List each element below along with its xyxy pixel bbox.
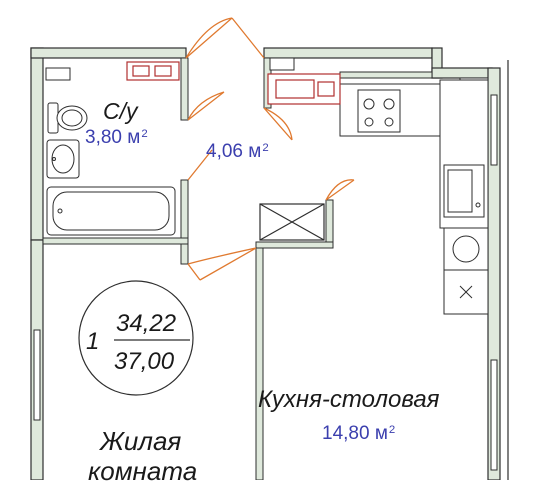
doors [185, 17, 355, 281]
partition-kitchen-upper [339, 71, 433, 79]
rooms-count: 1 [86, 328, 100, 355]
window-left [33, 329, 41, 421]
outer-walls [30, 47, 501, 480]
toilet [47, 102, 88, 134]
partition-living-kitchen [255, 247, 264, 480]
window-right-upper [490, 94, 498, 166]
bathtub [46, 186, 176, 236]
kitchen-area: 14,80 м2 [322, 424, 395, 443]
hall-area-exp: 2 [262, 141, 269, 154]
total-area: 37,00 [114, 348, 175, 375]
window-right-lower [490, 359, 498, 471]
wall-top-left [30, 47, 187, 59]
kitchen-sink [443, 164, 485, 218]
ventilation-shaft [259, 203, 325, 241]
hall-area-unit: м [248, 141, 262, 162]
windows [33, 94, 498, 471]
partition-bath-bottom [42, 237, 189, 245]
living-name-line2: комната [88, 456, 198, 486]
partition-bath-right-lower [180, 179, 189, 243]
wall-step-top [431, 67, 493, 79]
kitchen-area-unit: м [374, 423, 388, 444]
partition-living-right [180, 243, 189, 265]
washing-machine [443, 227, 489, 271]
shaft-top-left-a [45, 67, 71, 81]
counter-top [339, 83, 441, 137]
kitchen-area-value: 14,80 [322, 423, 370, 444]
hall-area-value: 4,06 [206, 141, 243, 162]
bathroom-area-value: 3,80 [85, 127, 122, 148]
living-name-line1: Жилая [100, 426, 182, 456]
hall-area: 4,06 м2 [206, 142, 269, 161]
bathroom-shelf [126, 61, 180, 81]
door-bathroom [187, 91, 225, 181]
kitchen-name: Кухня-столовая [258, 386, 440, 413]
sink [46, 139, 80, 179]
shaft-top-right-a [269, 57, 295, 71]
door-kitchen [263, 107, 355, 201]
bathroom-fixtures [46, 102, 176, 236]
living-area-total: 34,22 [116, 310, 177, 337]
kitchen-area-exp: 2 [388, 423, 396, 436]
bathroom-area-exp: 2 [141, 127, 148, 140]
door-entrance [185, 17, 265, 59]
summary-badge [78, 280, 194, 396]
kitchen-fixtures [339, 79, 489, 315]
partition-shaft-bottom [255, 241, 334, 249]
fridge [443, 269, 489, 315]
partition-bath-right-upper [180, 57, 189, 121]
bathroom-name: С/у [103, 98, 138, 124]
wall-top-right [263, 47, 433, 59]
partition-shaft-right [325, 199, 334, 249]
kitchen-shelf [267, 73, 341, 105]
cooktop [357, 89, 401, 133]
bathroom-area: 3,80 м2 [85, 128, 148, 147]
bathroom-area-unit: м [127, 127, 141, 148]
inner-walls [42, 57, 433, 480]
door-living [187, 247, 257, 281]
wall-left-upper [30, 47, 44, 241]
